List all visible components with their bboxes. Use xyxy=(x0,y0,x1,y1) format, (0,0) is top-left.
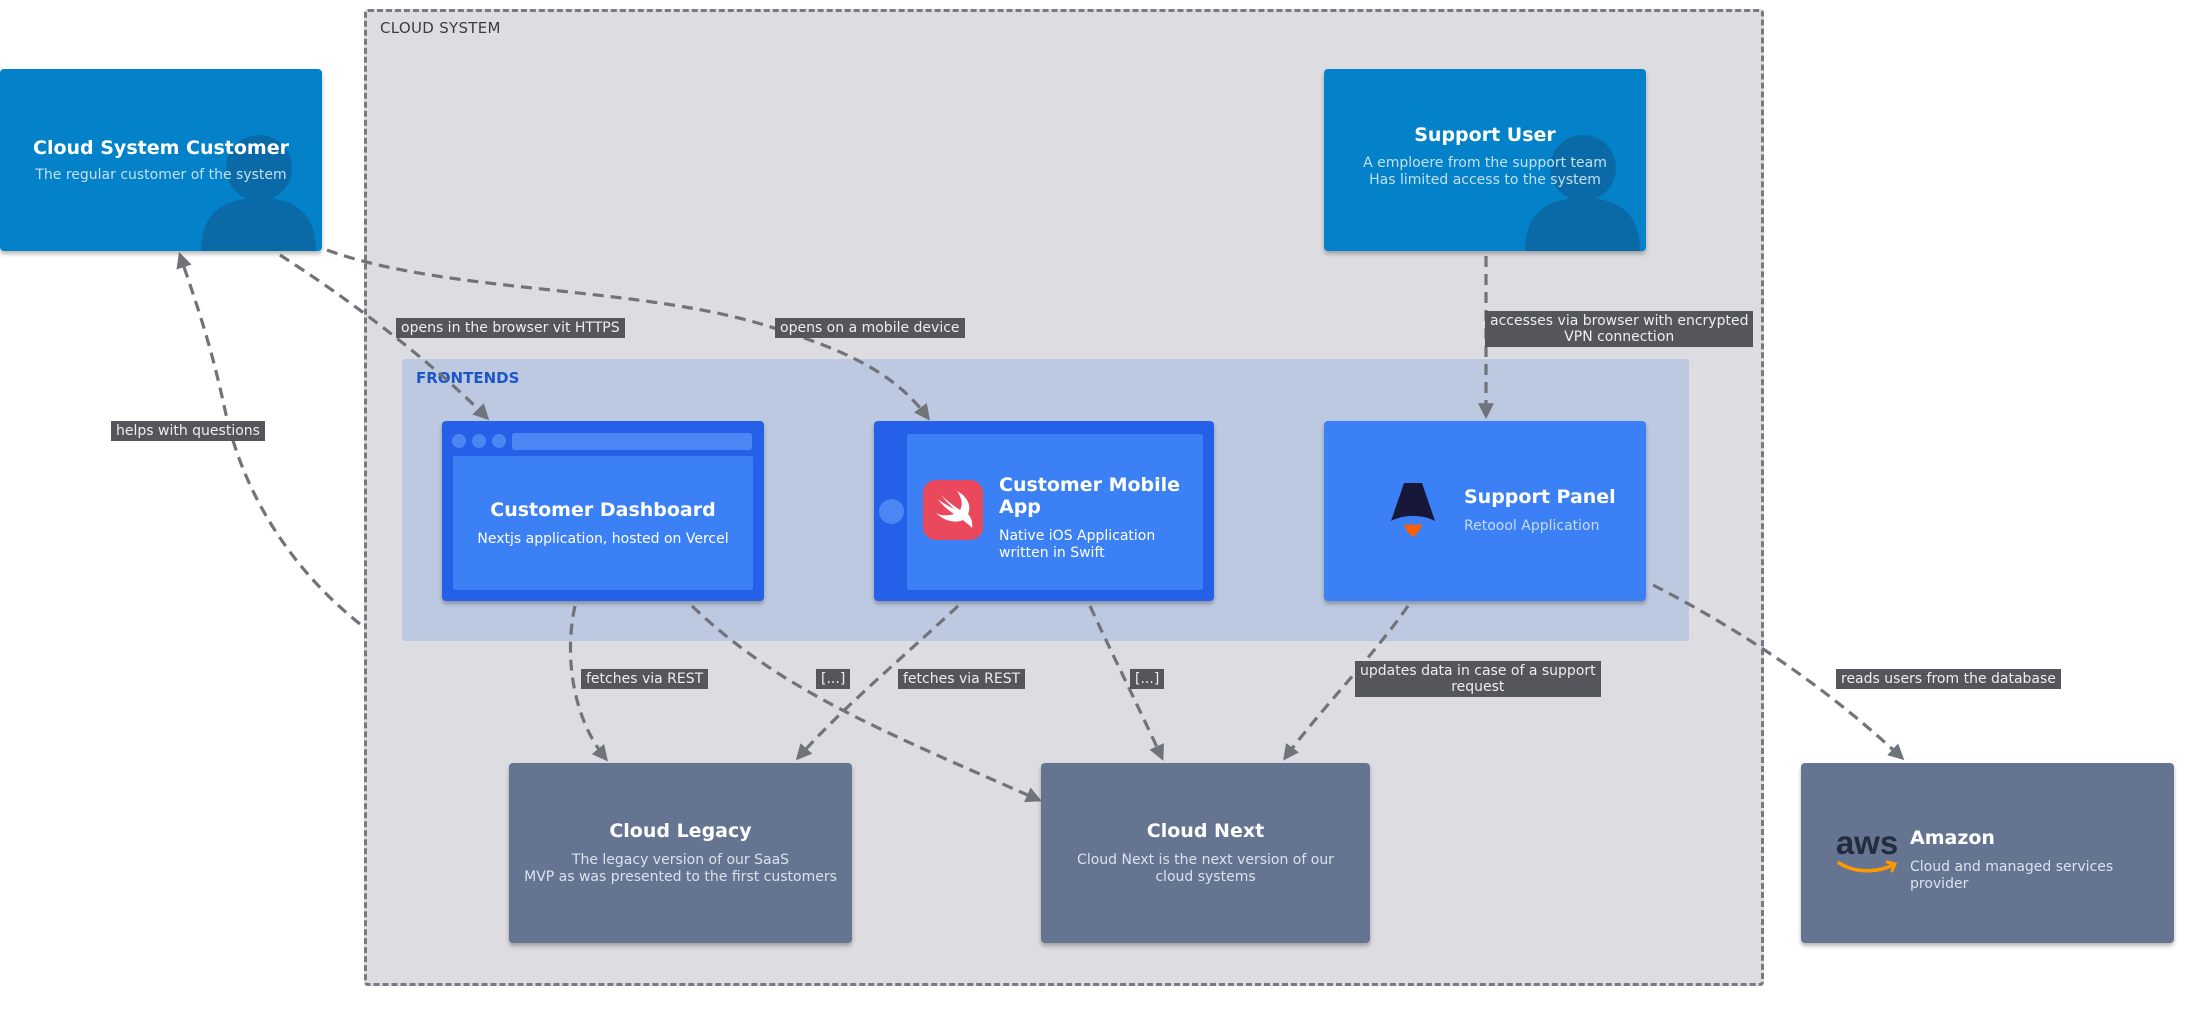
edge-label-customer-dashboard: opens in the browser vit HTTPS xyxy=(396,318,625,338)
node-title: Customer Mobile App xyxy=(999,474,1181,518)
edge-support-customer xyxy=(176,251,361,626)
node-description: A emploere from the support team Has lim… xyxy=(1363,154,1607,188)
edge-label-panel-amazon: reads users from the database xyxy=(1836,669,2061,689)
edge-panel-next xyxy=(1283,605,1410,761)
mobile-home-button-icon xyxy=(879,499,904,524)
person-silhouette-icon xyxy=(1525,135,1640,251)
edge-label-support-customer: helps with questions xyxy=(111,421,265,441)
node-title: Cloud Next xyxy=(1146,820,1265,842)
node-description: Native iOS Application written in Swift xyxy=(999,528,1156,561)
edge-dashboard-legacy xyxy=(568,605,609,762)
node-title: Cloud Legacy xyxy=(609,820,752,842)
edge-customer-mobile xyxy=(326,248,930,421)
node-title: Support User xyxy=(1414,123,1556,146)
edge-label-dashboard-legacy: fetches via REST xyxy=(581,669,709,689)
node-description: Cloud Next is the next version of our cl… xyxy=(1077,852,1334,885)
node-description: The legacy version of our SaaS MVP as wa… xyxy=(524,852,837,885)
node-description: Nextjs application, hosted on Vercel xyxy=(477,530,729,547)
person-silhouette-icon xyxy=(201,135,316,251)
customer-mobile-app-node[interactable]: Customer Mobile App Native iOS Applicati… xyxy=(874,421,1214,601)
edge-mobile-next xyxy=(1088,605,1164,761)
edge-panel-amazon xyxy=(1652,583,1905,761)
node-title: Customer Dashboard xyxy=(490,498,716,521)
edge-label-mobile-next: [...] xyxy=(1130,669,1165,689)
cloud-system-boundary-label: CLOUD SYSTEM xyxy=(380,19,501,37)
amazon-node[interactable]: aws Amazon Cloud and managed services pr… xyxy=(1801,763,2174,943)
cloud-next-node[interactable]: Cloud Next Cloud Next is the next versio… xyxy=(1041,763,1370,943)
cloud-system-customer-node[interactable]: Cloud System Customer The regular custom… xyxy=(0,69,322,251)
node-title: Support Panel xyxy=(1464,486,1616,508)
edge-label-customer-mobile: opens on a mobile device xyxy=(775,318,965,338)
edge-label-support-user-panel: accesses via browser with encrypted VPN … xyxy=(1485,311,1754,347)
edge-label-panel-next: updates data in case of a support reques… xyxy=(1355,661,1601,697)
edge-dashboard-next xyxy=(690,604,1042,803)
browser-dot-icon xyxy=(452,434,466,448)
aws-logo-icon: aws xyxy=(1835,826,1899,877)
node-description: Cloud and managed services provider xyxy=(1910,859,2114,892)
customer-dashboard-node[interactable]: Customer Dashboard Nextjs application, h… xyxy=(442,421,764,601)
node-title: Amazon xyxy=(1910,827,1995,849)
node-description: The regular customer of the system xyxy=(35,166,287,183)
edge-customer-dashboard xyxy=(279,253,490,421)
browser-address-bar xyxy=(512,433,752,450)
edge-mobile-legacy xyxy=(795,604,960,761)
edge-label-dashboard-next: [...] xyxy=(816,669,851,689)
astro-logo-icon xyxy=(1391,483,1435,537)
edge-label-mobile-legacy: fetches via REST xyxy=(898,669,1026,689)
node-description: Retoool Application xyxy=(1464,518,1600,534)
support-user-node[interactable]: Support User A emploere from the support… xyxy=(1324,69,1646,251)
browser-dot-icon xyxy=(492,434,506,448)
browser-dot-icon xyxy=(472,434,486,448)
support-panel-node[interactable]: Support Panel Retoool Application xyxy=(1324,421,1646,601)
cloud-legacy-node[interactable]: Cloud Legacy The legacy version of our S… xyxy=(509,763,852,943)
swift-logo-icon xyxy=(923,480,983,540)
node-title: Cloud System Customer xyxy=(33,136,289,159)
